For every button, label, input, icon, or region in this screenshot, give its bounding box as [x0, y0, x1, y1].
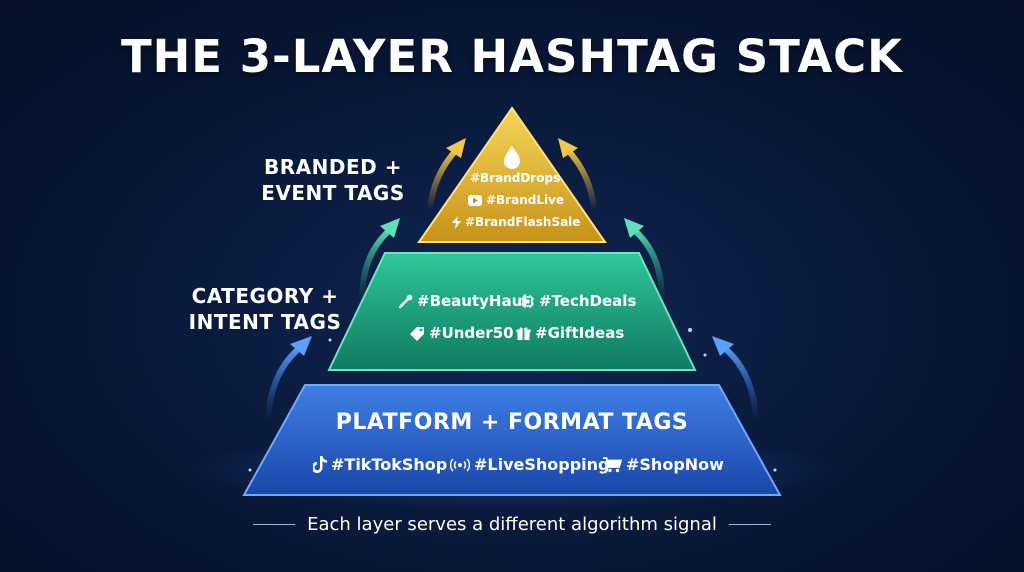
tag-tiktokshop: #TikTokShop: [313, 455, 447, 474]
arrow-icon: [359, 225, 395, 303]
lightning-icon: [452, 215, 461, 229]
play-icon: [468, 194, 482, 206]
tag-branddrops: #BrandDrops: [470, 171, 561, 185]
platform-format-title: PLATFORM + FORMAT TAGS: [335, 410, 689, 435]
tag-liveshopping: #LiveShopping: [450, 455, 610, 474]
gift-icon: [516, 326, 531, 341]
arrow-head-icon: [558, 138, 578, 158]
arrow-head-icon: [712, 336, 734, 356]
arrow-head-icon: [380, 218, 400, 238]
middle-layer: [327, 252, 697, 371]
broadcast-icon: [450, 457, 470, 472]
drop-icon: [504, 146, 520, 169]
tag-brandflashsale: #BrandFlashSale: [452, 215, 580, 229]
tag-brandlive: #BrandLive: [468, 193, 564, 207]
footer-text: Each layer serves a different algorithm …: [307, 514, 717, 535]
page-title: THE 3-LAYER HASHTAG STACK: [120, 30, 904, 83]
bottom-layer: [242, 384, 782, 496]
branded-event-label: BRANDED + EVENT TAGS: [261, 155, 405, 205]
footer-caption: Each layer serves a different algorithm …: [0, 514, 1024, 535]
arrow-icon: [719, 343, 759, 423]
brush-icon: [398, 294, 413, 309]
chip-icon: [520, 294, 535, 309]
tag-techdeals: #TechDeals: [520, 292, 636, 310]
tag-beautyhaul: #BeautyHaul: [398, 292, 527, 310]
cart-icon: [603, 456, 622, 473]
arrow-head-icon: [290, 336, 312, 356]
tiktok-icon: [313, 456, 327, 473]
tag-giftideas: #GiftIdeas: [516, 324, 624, 342]
footer-rule-left: [253, 524, 296, 525]
footer-rule-right: [728, 524, 771, 525]
top-layer: [417, 106, 607, 243]
price-tag-icon: [409, 326, 425, 341]
arrow-head-icon: [624, 218, 644, 238]
tag-shopnow: #ShopNow: [603, 455, 724, 474]
arrow-icon: [629, 225, 665, 303]
arrow-icon: [265, 343, 305, 423]
arrow-head-icon: [446, 138, 466, 158]
category-intent-label: CATEGORY + INTENT TAGS: [188, 284, 342, 334]
tag-under50: #Under50: [409, 324, 514, 342]
